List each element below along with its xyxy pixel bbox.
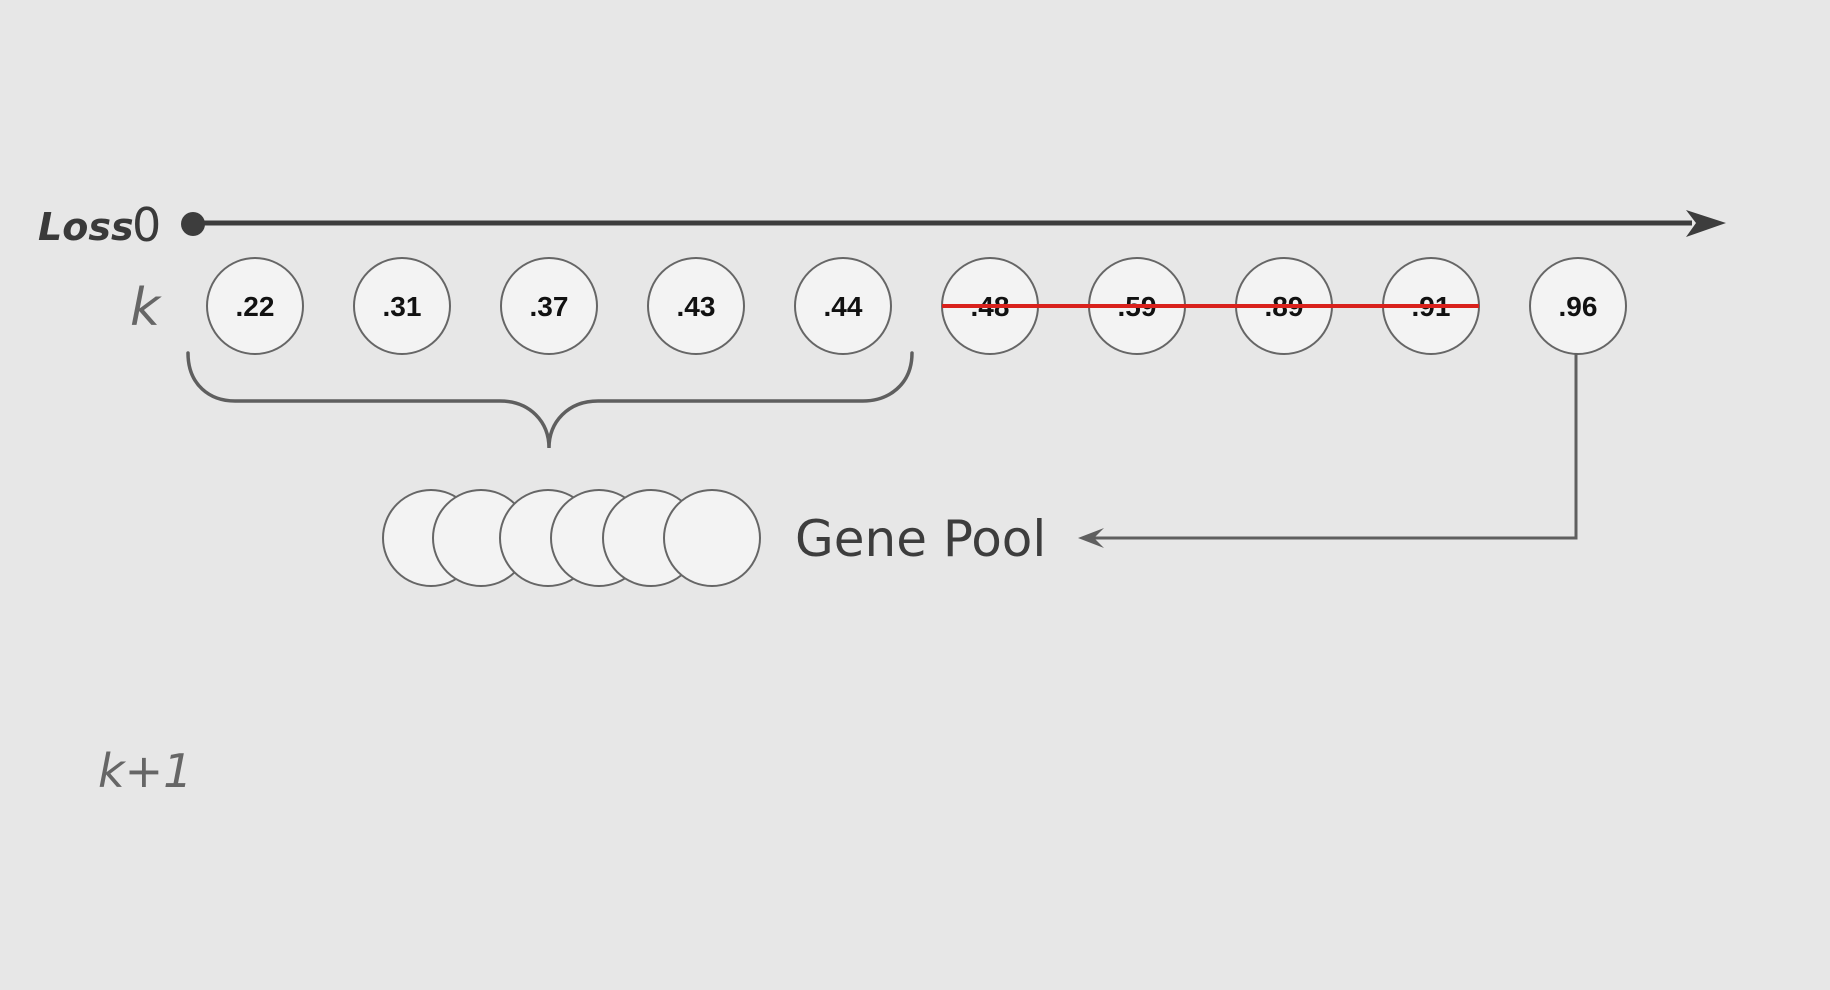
individual-loss-value: .37 xyxy=(530,291,569,322)
generation-k-label: k xyxy=(130,278,162,338)
generation-k-individuals: .22.31.37.43.44.48.59.89.91.96 xyxy=(206,257,1627,355)
individual-loss-value: .44 xyxy=(824,291,863,322)
gene-pool-members xyxy=(382,489,761,587)
individual-circle xyxy=(794,257,892,355)
survivor-connector xyxy=(1086,353,1578,540)
individual-node-selected: .31 xyxy=(353,257,451,355)
individual-circle xyxy=(647,257,745,355)
survivor-connector-arrowhead xyxy=(1078,528,1104,548)
individual-node-selected: .44 xyxy=(794,257,892,355)
individual-circle xyxy=(353,257,451,355)
individual-circle xyxy=(500,257,598,355)
individual-loss-value: .96 xyxy=(1559,291,1598,322)
individual-node-selected: .43 xyxy=(647,257,745,355)
individual-loss-value: .43 xyxy=(677,291,716,322)
individual-loss-value: .31 xyxy=(383,291,422,322)
individual-circle xyxy=(1529,257,1627,355)
gene-pool-member xyxy=(663,489,761,587)
individual-circle xyxy=(206,257,304,355)
generation-k-plus-1-label: k+1 xyxy=(98,744,192,798)
individual-node-selected: .22 xyxy=(206,257,304,355)
loss-axis-origin-label: 0 xyxy=(132,198,161,252)
selection-brace xyxy=(186,351,914,449)
individual-node-survivor: .96 xyxy=(1529,257,1627,355)
loss-axis-arrowhead xyxy=(1686,210,1726,237)
gene-pool-label: Gene Pool xyxy=(795,510,1046,568)
individual-loss-value: .22 xyxy=(236,291,275,322)
loss-axis-label: Loss xyxy=(38,205,134,249)
individual-node-selected: .37 xyxy=(500,257,598,355)
